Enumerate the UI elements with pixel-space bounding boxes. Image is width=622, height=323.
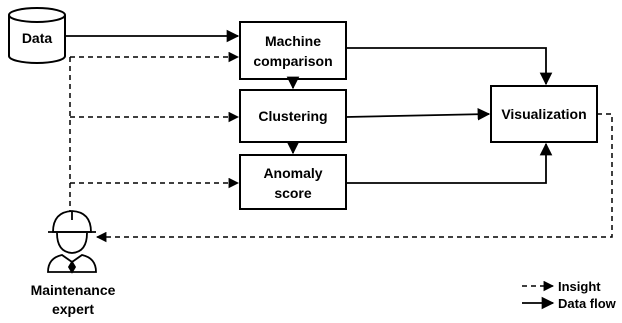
maintenance-expert-icon (47, 210, 97, 274)
maintenance-expert-label-line2: expert (52, 301, 94, 317)
clustering-node: Clustering (239, 89, 347, 143)
anomaly-score-node: Anomaly score (239, 154, 347, 210)
machine-comparison-to-visualization-arrow (346, 47, 553, 86)
legend-insight-label: Insight (558, 279, 601, 294)
legend: Insight Data flow (522, 279, 617, 311)
visualization-node: Visualization (490, 85, 598, 143)
anomaly-score-to-visualization-arrow (346, 142, 553, 184)
machine-comparison-label-line1: Machine (265, 33, 321, 49)
legend-data-flow-label: Data flow (558, 296, 617, 311)
maintenance-expert-label-line1: Maintenance (31, 282, 116, 298)
clustering-label: Clustering (258, 108, 327, 124)
visualization-label: Visualization (501, 106, 586, 122)
anomaly-score-label-line1: Anomaly (263, 165, 322, 181)
machine-comparison-node: Machine comparison (239, 21, 347, 80)
data-source-node: Data (8, 7, 66, 64)
data-label: Data (22, 30, 53, 46)
clustering-to-visualization-arrow (345, 107, 491, 121)
machine-comparison-label-line2: comparison (253, 53, 332, 69)
visualization-to-expert-insight-arrow (95, 113, 613, 243)
anomaly-score-label-line2: score (274, 185, 312, 201)
